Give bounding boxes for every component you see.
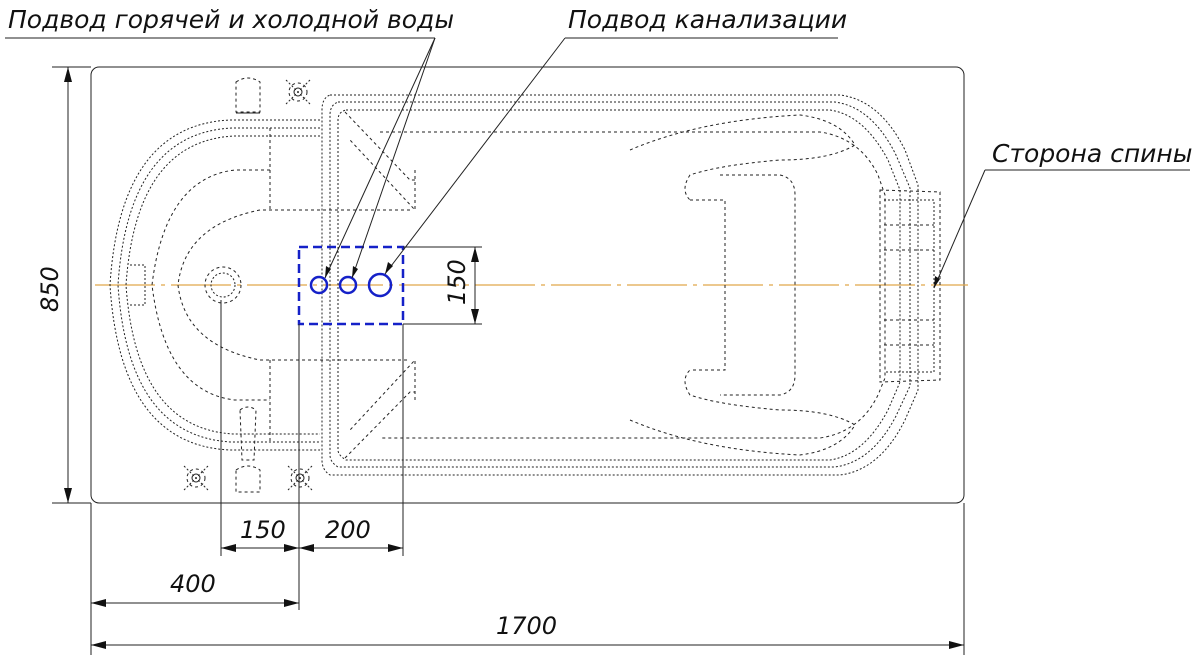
pipe-inlet-icon bbox=[309, 275, 329, 295]
label-water-supply: Подвод горячей и холодной воды bbox=[8, 5, 454, 34]
valve-icon bbox=[285, 79, 311, 105]
label-back-side: Сторона спины bbox=[992, 139, 1193, 168]
dim-pipe-spacing-a: 150 bbox=[240, 516, 286, 544]
drain-icon bbox=[367, 272, 393, 298]
connection-zone bbox=[297, 245, 405, 326]
leader-lines bbox=[5, 37, 1190, 289]
faucet-icon bbox=[235, 406, 261, 493]
pipe-inlet-icon bbox=[338, 275, 358, 295]
label-sewer-supply: Подвод канализации bbox=[568, 5, 847, 34]
valve-icon bbox=[287, 465, 313, 491]
inner-basin bbox=[109, 94, 941, 476]
dimension-lines bbox=[52, 66, 965, 655]
dim-length-total: 1700 bbox=[496, 612, 557, 640]
faucet-icon bbox=[235, 77, 261, 114]
dim-zone-height: 150 bbox=[443, 259, 471, 305]
dim-pipe-spacing-b: 200 bbox=[325, 516, 371, 544]
dim-drain-offset: 400 bbox=[170, 570, 216, 598]
dim-width-total: 850 bbox=[36, 266, 64, 312]
valve-icon bbox=[183, 465, 209, 491]
